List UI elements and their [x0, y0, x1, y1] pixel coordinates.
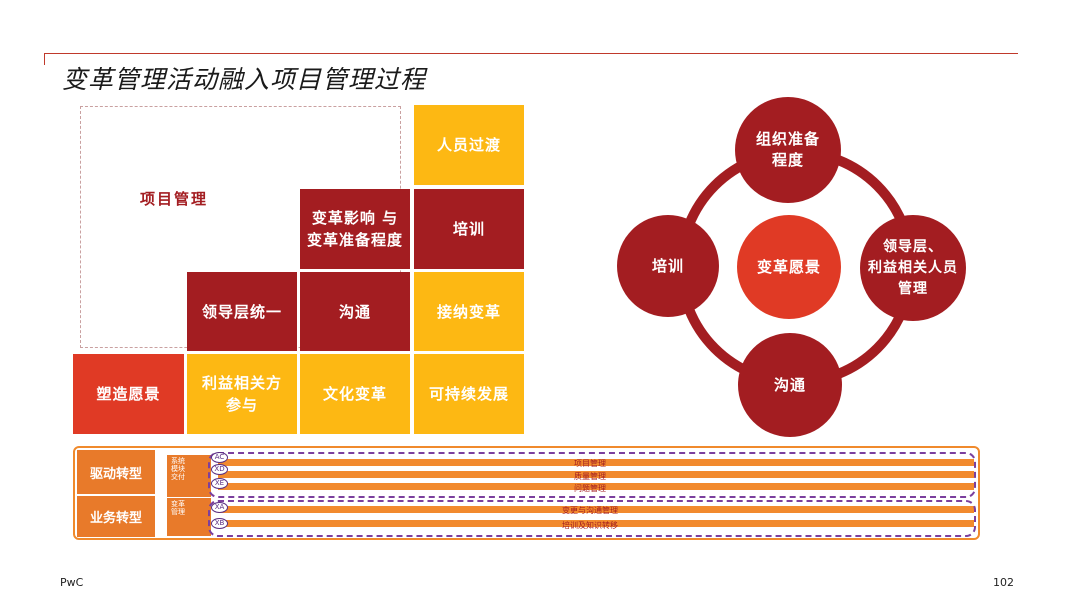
system-module-delivery-label: 系统 模块 交付 [167, 455, 211, 497]
change-management-label: 变革 管理 [167, 498, 211, 536]
bar-text-issue-management: 问题管理 [574, 484, 606, 493]
tag-xb: XB [211, 518, 228, 529]
bottom-frame [73, 446, 980, 540]
cell-impact-readiness: 变革影响 与 变革准备程度 [300, 189, 410, 269]
slide-title: 变革管理活动融入项目管理过程 [62, 65, 427, 94]
wheel-right-leadership: 领导层、 利益相关人员 管理 [860, 215, 966, 321]
bar-text-change-communication: 变更与沟通管理 [562, 506, 618, 515]
tag-xa: XA [211, 502, 228, 513]
wheel-left-training: 培训 [617, 215, 719, 317]
bar-training-knowledge [218, 520, 974, 527]
cell-stakeholder-participation: 利益相关方 参与 [187, 354, 297, 434]
bar-issue-management [218, 483, 974, 490]
wheel-center-vision: 变革愿景 [737, 215, 841, 319]
bar-quality-management [218, 471, 974, 478]
top-rule [44, 53, 1018, 54]
purple-dashed-group-1 [208, 452, 976, 498]
wheel-bottom-communication: 沟通 [738, 333, 842, 437]
bar-text-quality-management: 质量管理 [574, 472, 606, 481]
tag-xd: XD [211, 464, 228, 475]
tag-ac: AC [211, 452, 228, 463]
page-number: 102 [993, 576, 1014, 589]
cell-culture-change: 文化变革 [300, 354, 410, 434]
cell-shape-vision: 塑造愿景 [73, 354, 184, 434]
driver-transformation-label: 驱动转型 [77, 450, 155, 494]
tag-xe: XE [211, 478, 228, 489]
cell-communication: 沟通 [300, 272, 410, 351]
cell-personnel-transition: 人员过渡 [414, 105, 524, 185]
cell-accept-change: 接纳变革 [414, 272, 524, 351]
wheel-top-readiness: 组织准备 程度 [735, 97, 841, 203]
bar-text-project-management: 项目管理 [574, 459, 606, 468]
top-rule-tick [44, 53, 45, 65]
bar-change-communication [218, 506, 974, 513]
pm-label: 项目管理 [140, 190, 209, 208]
cell-leadership-unity: 领导层统一 [187, 272, 297, 351]
cell-training: 培训 [414, 189, 524, 269]
cell-sustainable-development: 可持续发展 [414, 354, 524, 434]
business-transformation-label: 业务转型 [77, 496, 155, 537]
purple-dashed-group-2 [208, 500, 976, 537]
footer-brand: PwC [60, 576, 84, 589]
bar-text-training-knowledge: 培训及知识转移 [562, 521, 618, 530]
bar-project-management [218, 459, 974, 466]
